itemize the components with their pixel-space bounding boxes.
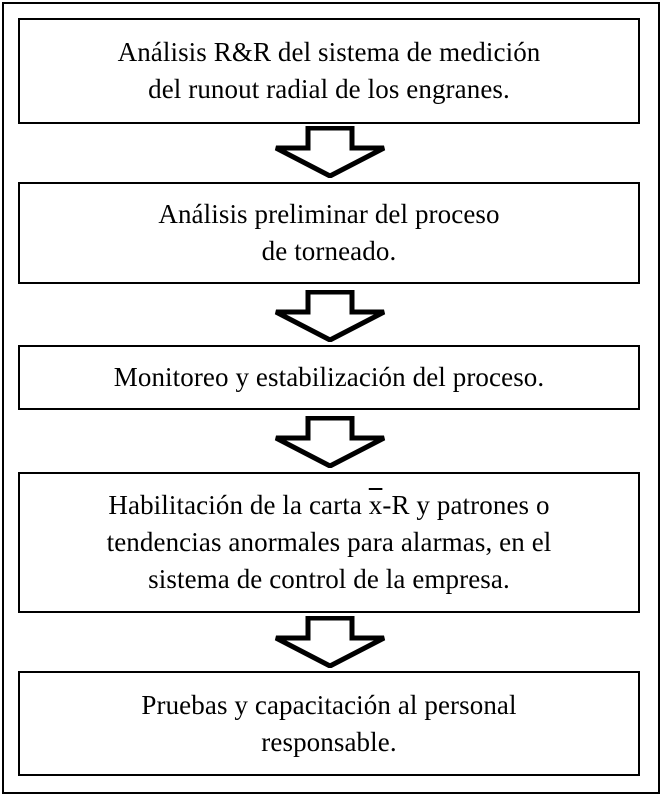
step-4-line-1: Habilitación de la carta x-R y patrones … xyxy=(107,487,552,524)
step-4-line-3: sistema de control de la empresa. xyxy=(148,564,510,594)
step-2-line-1: Análisis preliminar del proceso xyxy=(158,199,500,229)
step-1-line-2: del runout radial de los engranes. xyxy=(148,74,510,104)
down-hollow-arrow-icon xyxy=(274,616,386,668)
step-5-text: Pruebas y capacitación al personal respo… xyxy=(141,687,516,761)
step-5-line-2: responsable. xyxy=(261,726,397,757)
step-1-text: Análisis R&R del sistema de medición del… xyxy=(118,34,541,108)
down-hollow-arrow-icon xyxy=(274,290,386,342)
x-bar-symbol: x xyxy=(368,490,383,520)
flowchart-frame xyxy=(2,2,660,794)
step-3-box: Monitoreo y estabilización del proceso. xyxy=(18,345,640,410)
step-5-box: Pruebas y capacitación al personal respo… xyxy=(18,671,640,776)
step-1-box: Análisis R&R del sistema de medición del… xyxy=(18,18,640,124)
step-2-box: Análisis preliminar del proceso de torne… xyxy=(18,182,640,284)
step-4-text: Habilitación de la carta x-R y patrones … xyxy=(107,487,552,598)
step-2-line-2: de torneado. xyxy=(261,236,397,266)
step-4-box: Habilitación de la carta x-R y patrones … xyxy=(18,472,640,613)
step-5-line-1: Pruebas y capacitación al personal xyxy=(141,689,517,720)
down-hollow-arrow-icon xyxy=(274,126,386,178)
step-4-line-2: tendencias anormales para alarmas, en el xyxy=(106,527,552,557)
step-3-text: Monitoreo y estabilización del proceso. xyxy=(114,359,545,396)
down-hollow-arrow-icon xyxy=(274,416,386,468)
step-4-line-1-before: Habilitación de la carta xyxy=(108,490,369,520)
step-1-line-1: Análisis R&R del sistema de medición xyxy=(117,37,541,67)
step-4-line-1-after: -R y patrones o xyxy=(382,490,550,520)
step-2-text: Análisis preliminar del proceso de torne… xyxy=(158,196,499,270)
step-3-line-1: Monitoreo y estabilización del proceso. xyxy=(113,362,545,392)
